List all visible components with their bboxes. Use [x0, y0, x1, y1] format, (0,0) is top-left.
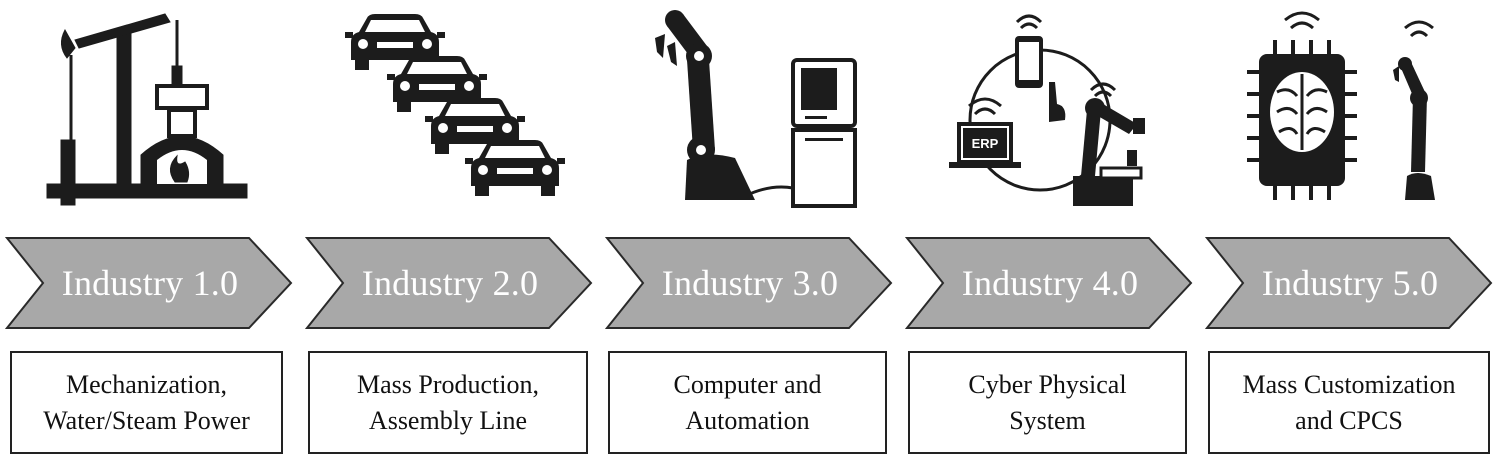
- description-line: Cyber Physical: [968, 369, 1127, 399]
- description-line: Mechanization,: [66, 369, 227, 399]
- erp-label: ERP: [972, 136, 999, 151]
- stage-description: Mechanization, Water/Steam Power: [10, 351, 283, 454]
- description-line: Assembly Line: [368, 405, 528, 435]
- stage-description: Mass Production, Assembly Line: [308, 351, 588, 454]
- cyber-physical-cycle-icon: ERP: [905, 0, 1205, 220]
- description-line: Mass Production,: [357, 369, 539, 399]
- stage-description: Cyber Physical System: [908, 351, 1187, 454]
- stage-industry-2: Industry 2.0 Mass Production, Assembly L…: [305, 0, 605, 463]
- description-line: and CPCS: [1295, 405, 1403, 435]
- description-line: System: [1009, 405, 1086, 435]
- description-line: Mass Customization: [1242, 369, 1456, 399]
- stage-industry-1: Industry 1.0 Mechanization, Water/Steam …: [5, 0, 305, 463]
- description-line: Automation: [685, 405, 810, 435]
- stage-title: Industry 3.0: [661, 263, 839, 303]
- chevron-industry-5: Industry 5.0: [1205, 236, 1495, 330]
- brain-chip-robot-icon: [1205, 0, 1500, 220]
- chevron-industry-2: Industry 2.0: [305, 236, 595, 330]
- stage-title: Industry 1.0: [61, 263, 239, 303]
- description-line: Computer and: [673, 369, 822, 399]
- stage-industry-3: Industry 3.0 Computer and Automation: [605, 0, 905, 463]
- stage-title: Industry 4.0: [961, 263, 1139, 303]
- chevron-industry-1: Industry 1.0: [5, 236, 295, 330]
- oil-pump-furnace-icon: [5, 0, 305, 220]
- stage-industry-4: ERP Industry 4.0 Cyber Physical System: [905, 0, 1205, 463]
- chevron-industry-4: Industry 4.0: [905, 236, 1195, 330]
- robot-arm-computer-icon: [605, 0, 905, 220]
- stage-description: Mass Customization and CPCS: [1208, 351, 1490, 454]
- stage-industry-5: Industry 5.0 Mass Customization and CPCS: [1205, 0, 1500, 463]
- chevron-industry-3: Industry 3.0: [605, 236, 895, 330]
- stage-description: Computer and Automation: [608, 351, 887, 454]
- stage-title: Industry 2.0: [361, 263, 539, 303]
- car-assembly-line-icon: [305, 0, 605, 220]
- stage-title: Industry 5.0: [1261, 263, 1439, 303]
- description-line: Water/Steam Power: [43, 405, 250, 435]
